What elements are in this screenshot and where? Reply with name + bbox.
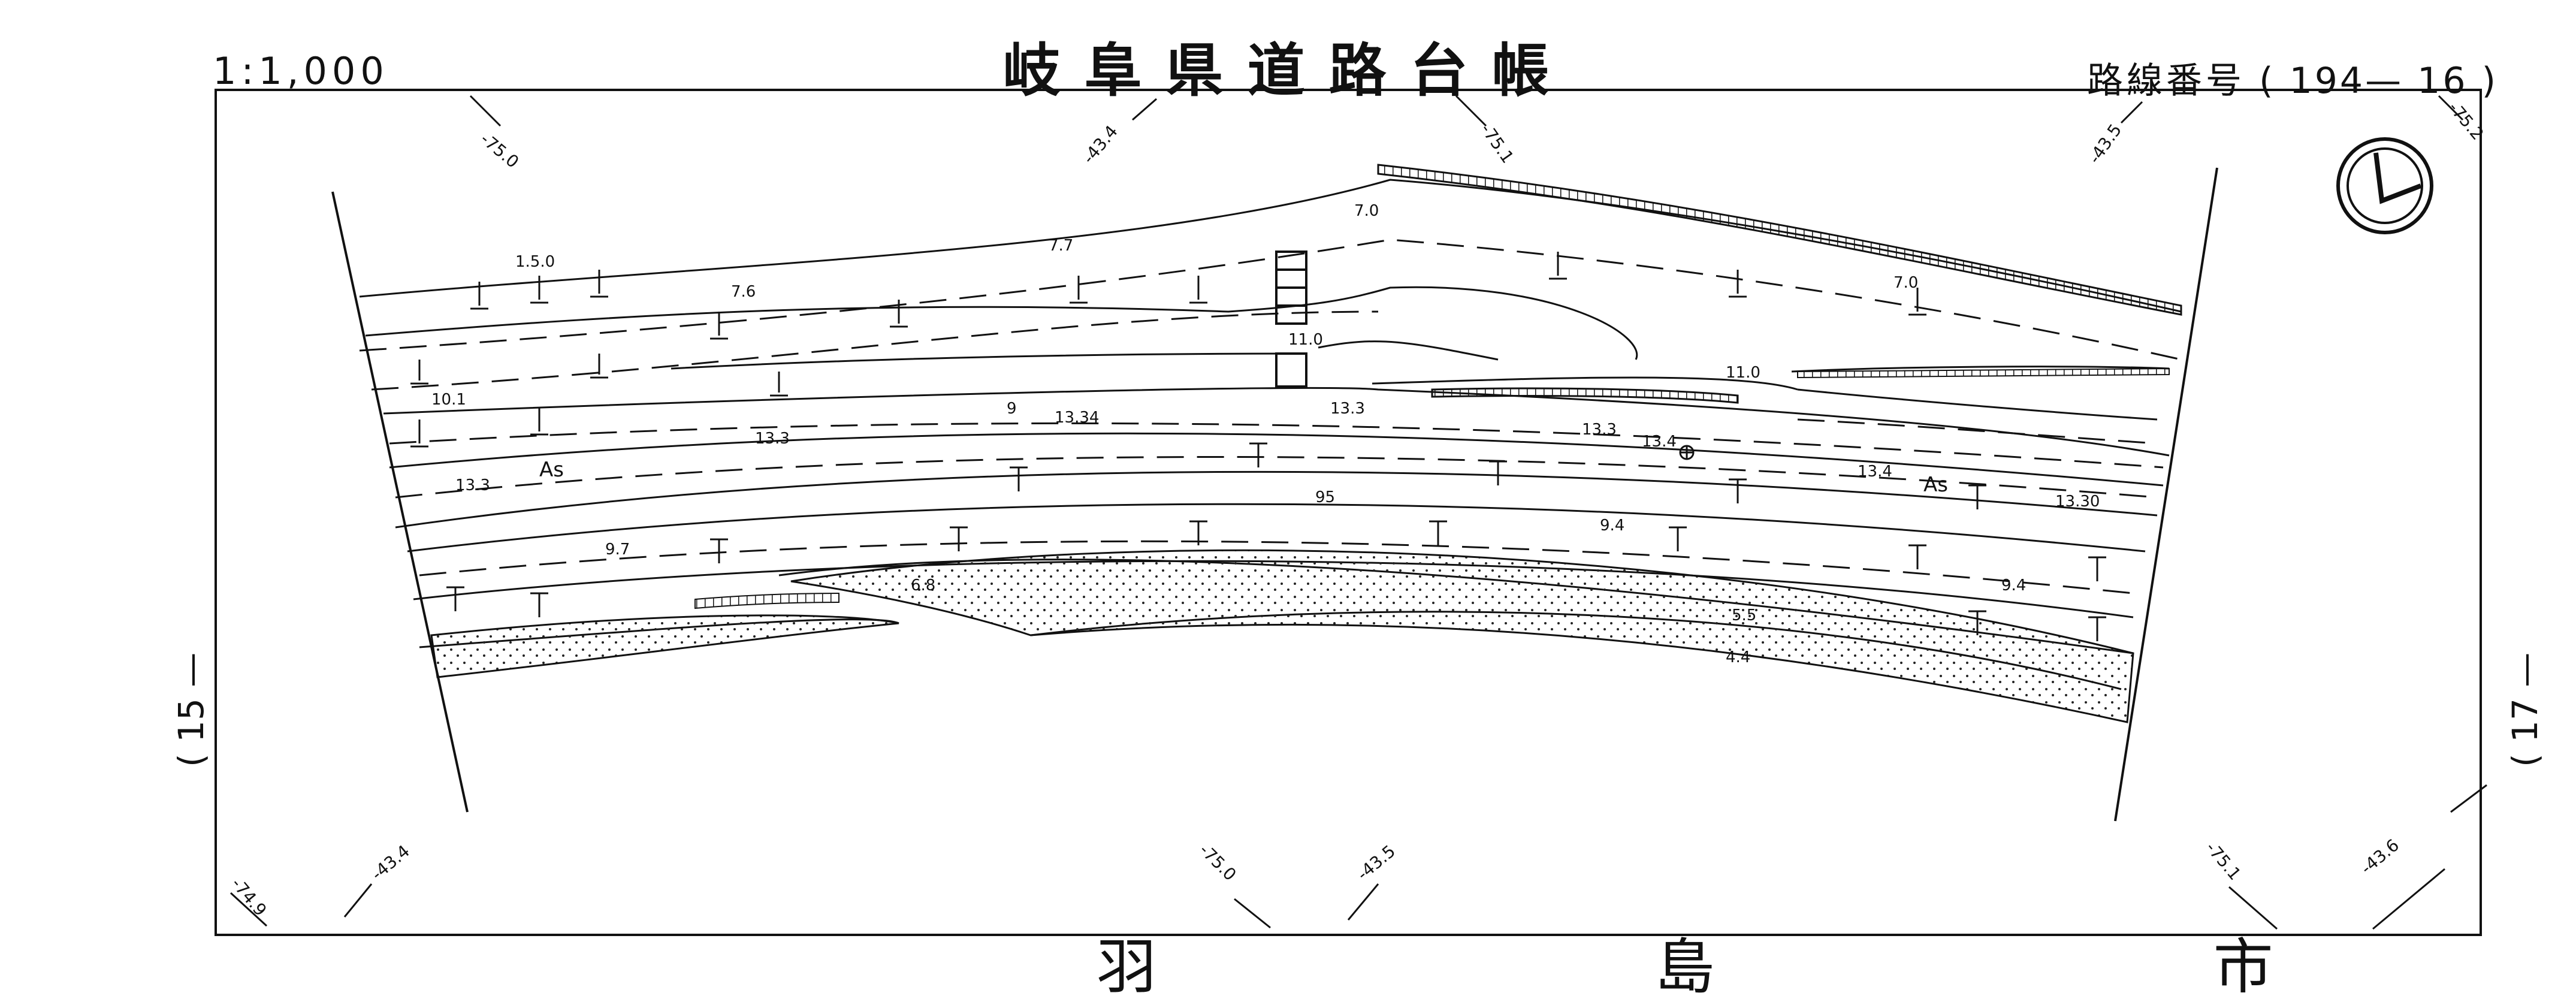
embankment-left <box>694 592 839 609</box>
grid-label-bottom: -43.6 <box>2357 835 2403 879</box>
elevation-label: 9 <box>1007 400 1017 418</box>
sheet-edge-right <box>2114 167 2218 822</box>
route-number-value: ( 194— 16 ) <box>2259 60 2498 102</box>
map-frame <box>215 89 2482 936</box>
elevation-label: 10.1 <box>431 391 466 409</box>
elevation-label: 1.5.0 <box>515 253 555 271</box>
sandbar-right <box>790 549 2134 723</box>
grid-ticks-bottom <box>229 784 2487 930</box>
bridge-structure <box>1275 251 1307 388</box>
vegetation-symbols <box>410 252 2106 641</box>
north-arrow-icon <box>2336 137 2433 234</box>
elevation-label: 13.3 <box>755 430 790 448</box>
elevation-label: 9.7 <box>605 541 630 559</box>
map-title: 岐阜県道路台帳 <box>1002 37 1574 104</box>
grid-ticks-top <box>469 95 2464 127</box>
dashed-lane-lines <box>359 239 2182 594</box>
grid-label-bottom: -75.1 <box>2202 838 2245 884</box>
elevation-label: 5.5 <box>1732 606 1756 624</box>
elevation-label: 11.0 <box>1726 364 1760 382</box>
embankment-mid <box>1431 387 1739 404</box>
elevation-label: 13.3 <box>1330 400 1365 418</box>
elevation-label: 13.4 <box>1642 433 1677 451</box>
elevation-label: 7.0 <box>1354 202 1379 220</box>
sheet-edge-left <box>331 191 469 813</box>
grid-label-top: -43.4 <box>1079 122 1122 168</box>
grid-label-bottom: -43.5 <box>1353 841 1399 885</box>
sandbar-left <box>430 614 899 678</box>
elevation-label: 11.0 <box>1288 331 1323 349</box>
elevation-label: 9.4 <box>1600 517 1624 535</box>
elevation-label: 7.7 <box>1049 237 1073 255</box>
elevation-label: 13.30 <box>2055 493 2100 511</box>
elevation-label: 13.34 <box>1055 409 1099 427</box>
road-map-drawing: -75.0 -43.4 -75.1 -43.5 -75.2 -74.9 -43.… <box>215 89 2487 936</box>
elevation-label: 9.4 <box>2001 577 2026 594</box>
elevation-label: 13.3 <box>455 476 490 494</box>
embankment-top <box>1377 164 2182 316</box>
grid-label-top: -43.5 <box>2085 120 2126 167</box>
map-scale: 1:1,000 <box>213 49 389 93</box>
grid-label-top: -75.1 <box>1476 120 1518 167</box>
route-number: 路線番号 ( 194— 16 ) <box>2087 52 2498 104</box>
elevation-label: 7.0 <box>1894 274 1918 292</box>
elevation-label: 95 <box>1315 488 1335 506</box>
elevation-label: 7.6 <box>731 283 756 301</box>
elevation-label: 13.3 <box>1582 421 1617 439</box>
grid-label-top: -75.0 <box>477 129 523 172</box>
elevation-label: 6.8 <box>911 577 935 594</box>
grid-label-bottom: -43.4 <box>367 841 413 885</box>
surface-label: As <box>1923 473 1948 497</box>
embankment-right <box>1797 367 2170 379</box>
surface-label: As <box>539 458 564 482</box>
benchmark-icon <box>1679 445 1695 460</box>
grid-label-bottom: -75.0 <box>1195 840 1240 885</box>
route-number-label: 路線番号 <box>2087 60 2246 102</box>
elevation-label: 4.4 <box>1726 648 1750 666</box>
elevation-label: 13.4 <box>1858 463 1892 481</box>
